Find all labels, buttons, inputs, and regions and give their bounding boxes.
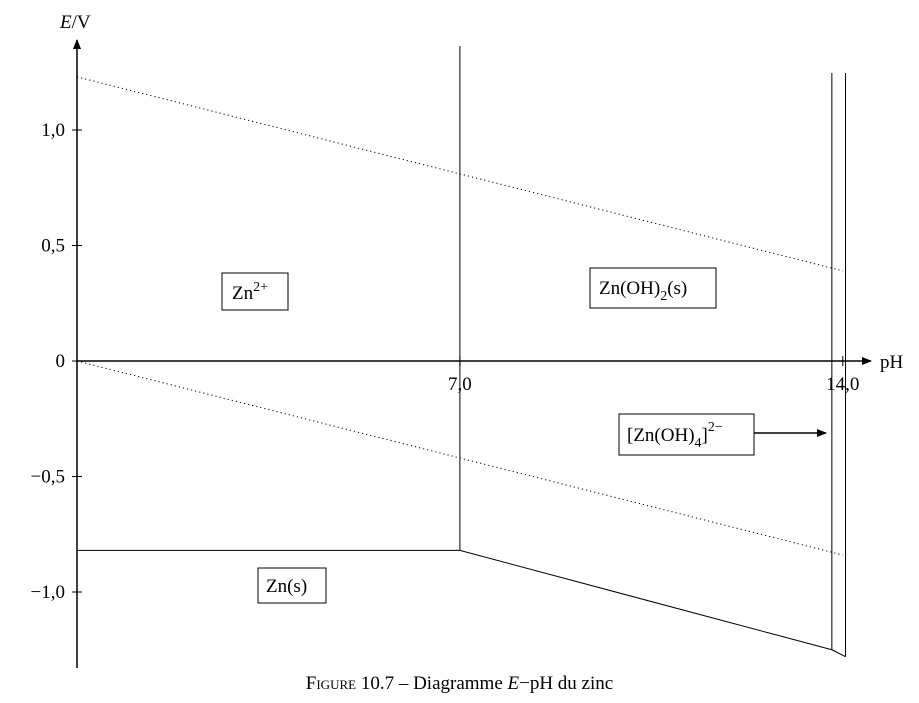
y-tick-label-1: 0,5 [41, 236, 65, 257]
caption-text-start: Diagramme [413, 673, 503, 694]
svg-text:Zn(OH)2(s): Zn(OH)2(s) [599, 278, 687, 304]
zn-sloped-line-end [831, 649, 846, 658]
y-tick-label-0: 1,0 [41, 120, 65, 141]
water-upper-dotted-line [76, 76, 843, 272]
zn-sloped-line [459, 549, 832, 651]
y-tick-label-4: −1,0 [31, 582, 65, 603]
caption-figure-word: Figure [305, 673, 357, 694]
svg-text:Zn(s): Zn(s) [266, 576, 307, 597]
y-tick-label-2: 0 [56, 351, 66, 372]
svg-text:[Zn(OH)4]2−: [Zn(OH)4]2− [627, 420, 723, 451]
zincate-domain-label: [Zn(OH)4]2− [618, 413, 755, 456]
zn2-domain-label: Zn2+ [221, 272, 289, 311]
figure-caption: Figure 10.7 – Diagramme E−pH du zinc [0, 672, 919, 696]
x-axis-label: pH [880, 352, 904, 373]
caption-dash: – [398, 673, 409, 694]
caption-number: 10.7 [360, 673, 395, 694]
water-lower-dotted-line [76, 360, 843, 556]
znoh2-domain-label: Zn(OH)2(s) [589, 267, 717, 309]
caption-text-end: −pH du zinc [519, 673, 614, 694]
svg-text:Zn2+: Zn2+ [232, 280, 268, 304]
x-tick-label-1: 14,0 [826, 374, 859, 395]
caption-variable: E [507, 673, 520, 694]
zns-domain-label: Zn(s) [257, 567, 327, 604]
y-axis-label: E/V [59, 12, 91, 33]
y-ticks: 1,0 0,5 0 −0,5 −1,0 [31, 120, 82, 603]
y-tick-label-3: −0,5 [31, 467, 65, 488]
